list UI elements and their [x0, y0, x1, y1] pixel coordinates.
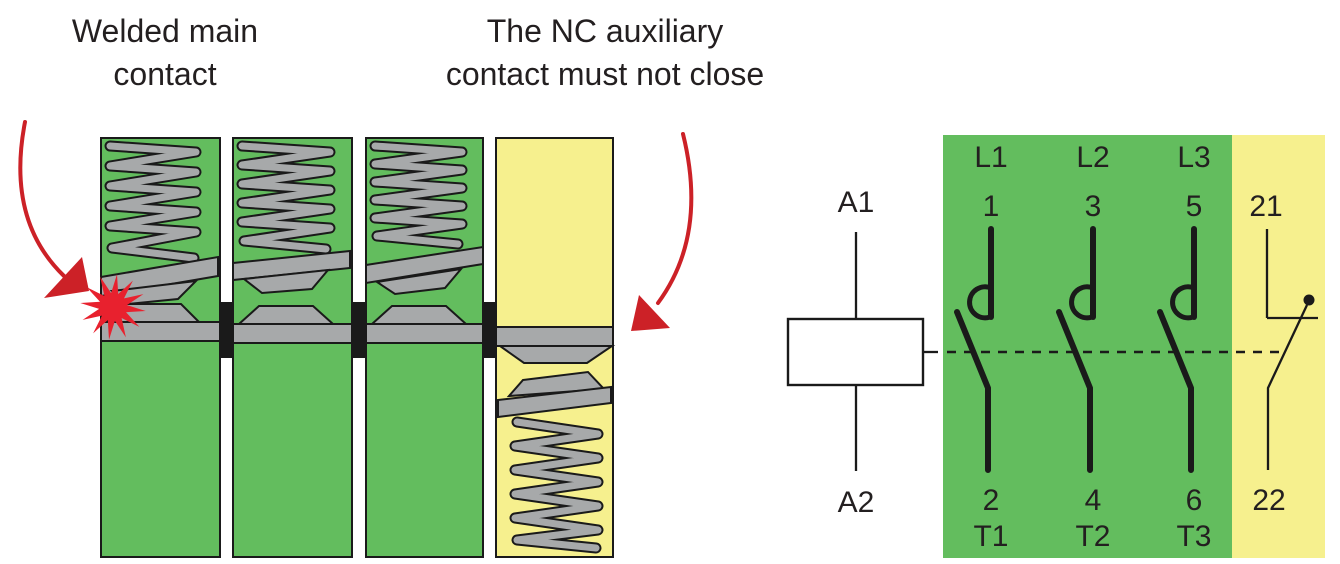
caption-nc-line1: The NC auxiliary	[487, 13, 724, 49]
aux-bottom-terminal-label: 22	[1252, 484, 1285, 517]
schematic-nc-aux-contact: 21 22	[1249, 190, 1318, 517]
mechanical-contact-diagram	[18, 120, 694, 558]
caption-welded-main-contact: Welded main contact	[72, 13, 258, 92]
pole2-contact-bridge	[232, 249, 351, 282]
coil-terminal-a2-label: A2	[838, 486, 875, 519]
aux-spring-icon	[509, 416, 604, 554]
pole3-spring-icon	[369, 140, 468, 250]
caption-nc-auxiliary: The NC auxiliary contact must not close	[446, 13, 764, 92]
coil-box	[786, 317, 925, 387]
pole2-contact-bar	[232, 323, 353, 344]
aux-contact-bar	[495, 326, 614, 347]
main-pole-column-3	[365, 137, 484, 558]
pole2-bottom-terminal-label: 4	[1085, 484, 1102, 517]
coil-symbol: A1 A2	[786, 186, 938, 519]
pole3-load-label: T3	[1176, 520, 1211, 553]
pole3-contact-bar	[365, 323, 484, 344]
main-pole-column-2	[232, 137, 353, 558]
pole2-line-label: L2	[1076, 141, 1109, 174]
schematic-aux-contact-panel	[1232, 135, 1325, 558]
schematic-pole-3: L3 5 6 T3	[1157, 141, 1212, 553]
pole2-switch-blade	[1056, 309, 1093, 473]
main-pole-column-1-welded	[100, 137, 221, 558]
aux-switch-blade	[1266, 304, 1309, 470]
pole1-contact-seat	[967, 284, 994, 321]
crossbar-link-3	[482, 302, 497, 358]
caption-welded-line1: Welded main	[72, 13, 258, 49]
aux-pivot-dot	[1303, 294, 1315, 306]
aux-fixed-contact	[496, 345, 616, 364]
pole1-line-label: L1	[974, 141, 1007, 174]
pole3-contact-bridge	[365, 245, 484, 285]
pole3-switch-blade	[1157, 309, 1194, 473]
pole3-line-label: L3	[1177, 141, 1210, 174]
pole1-spring-icon	[104, 140, 202, 264]
pole2-top-terminal-label: 3	[1085, 190, 1102, 223]
aux-contact-bridge	[497, 385, 612, 419]
caption-nc-line2: contact must not close	[446, 56, 764, 92]
pole1-top-terminal-label: 1	[983, 190, 1000, 223]
crossbar-link-2	[351, 302, 367, 358]
pole3-top-terminal-label: 5	[1186, 190, 1203, 223]
pole3-contact-seat	[1170, 284, 1197, 321]
crossbar-link-1	[219, 302, 234, 358]
caption-welded-line2: contact	[113, 56, 216, 92]
pole2-moving-contact	[241, 268, 331, 295]
pole1-switch-blade	[954, 309, 991, 473]
pole3-bottom-terminal-label: 6	[1186, 484, 1203, 517]
pole1-load-label: T1	[973, 520, 1008, 553]
pole2-load-label: T2	[1075, 520, 1110, 553]
pole3-moving-contact	[374, 267, 464, 296]
coil-terminal-a1-label: A1	[838, 186, 875, 219]
schematic-pole-2: L2 3 4 T2	[1056, 141, 1111, 553]
pole2-spring-icon	[236, 140, 336, 255]
aux-top-terminal-label: 21	[1249, 190, 1282, 223]
curved-arrow-left-icon	[18, 120, 89, 298]
pole1-contact-bridge	[100, 255, 219, 298]
nc-auxiliary-column	[495, 137, 616, 558]
schematic-pole-1: L1 1 2 T1	[954, 141, 1009, 553]
contactor-schematic: A1 A2 L1 1 2 T1 L2 3 4 T2	[786, 135, 1325, 558]
curved-arrow-right-icon	[631, 132, 694, 331]
pole1-bottom-terminal-label: 2	[983, 484, 1000, 517]
schematic-main-contacts-panel	[943, 135, 1232, 558]
pole2-contact-seat	[1069, 284, 1096, 321]
weld-star-icon	[80, 274, 146, 340]
